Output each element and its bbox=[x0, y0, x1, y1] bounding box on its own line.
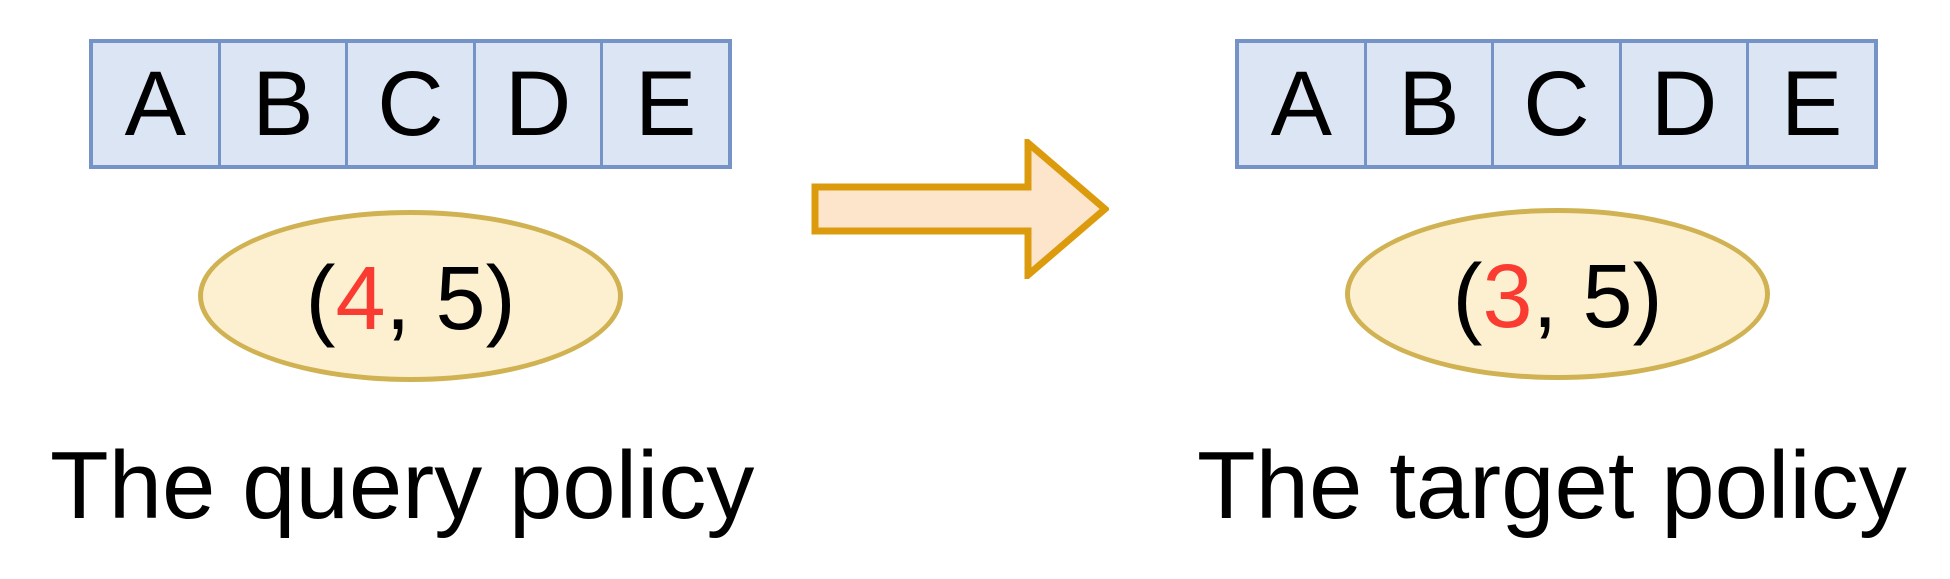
target-tuple-label: (3, 5) bbox=[1452, 246, 1662, 342]
sequence-cell: D bbox=[1618, 43, 1747, 165]
target-tuple-ellipse: (3, 5) bbox=[1345, 208, 1770, 380]
sequence-cell: A bbox=[93, 43, 218, 165]
query-sequence-row: A B C D E bbox=[89, 39, 732, 169]
tuple-highlight-value: 4 bbox=[335, 249, 386, 349]
tuple-open: ( bbox=[1452, 247, 1483, 347]
sequence-cell: C bbox=[345, 43, 473, 165]
sequence-cell: E bbox=[1746, 43, 1874, 165]
tuple-highlight-value: 3 bbox=[1482, 247, 1533, 347]
cell-letter: B bbox=[1398, 53, 1460, 155]
sequence-cell: C bbox=[1491, 43, 1619, 165]
sequence-cell: A bbox=[1239, 43, 1364, 165]
cell-letter: B bbox=[252, 53, 314, 155]
tuple-rest: , 5) bbox=[1532, 247, 1663, 347]
cell-letter: E bbox=[634, 53, 697, 155]
cell-letter: E bbox=[1780, 53, 1843, 155]
cell-letter: A bbox=[124, 53, 186, 155]
right-arrow-icon bbox=[811, 139, 1109, 279]
sequence-cell: D bbox=[472, 43, 601, 165]
sequence-cell: B bbox=[1363, 43, 1492, 165]
cell-letter: C bbox=[1523, 53, 1590, 155]
target-caption: The target policy bbox=[1197, 432, 1907, 539]
target-sequence-row: A B C D E bbox=[1235, 39, 1878, 169]
right-arrow-shape bbox=[811, 139, 1109, 279]
cell-letter: C bbox=[377, 53, 444, 155]
query-tuple-label: (4, 5) bbox=[305, 248, 515, 344]
sequence-cell: B bbox=[217, 43, 346, 165]
query-tuple-ellipse: (4, 5) bbox=[198, 210, 623, 382]
sequence-cell: E bbox=[600, 43, 728, 165]
cell-letter: D bbox=[1650, 53, 1718, 155]
tuple-open: ( bbox=[305, 249, 336, 349]
cell-letter: D bbox=[504, 53, 572, 155]
tuple-rest: , 5) bbox=[385, 249, 516, 349]
cell-letter: A bbox=[1270, 53, 1332, 155]
query-caption: The query policy bbox=[50, 432, 755, 539]
